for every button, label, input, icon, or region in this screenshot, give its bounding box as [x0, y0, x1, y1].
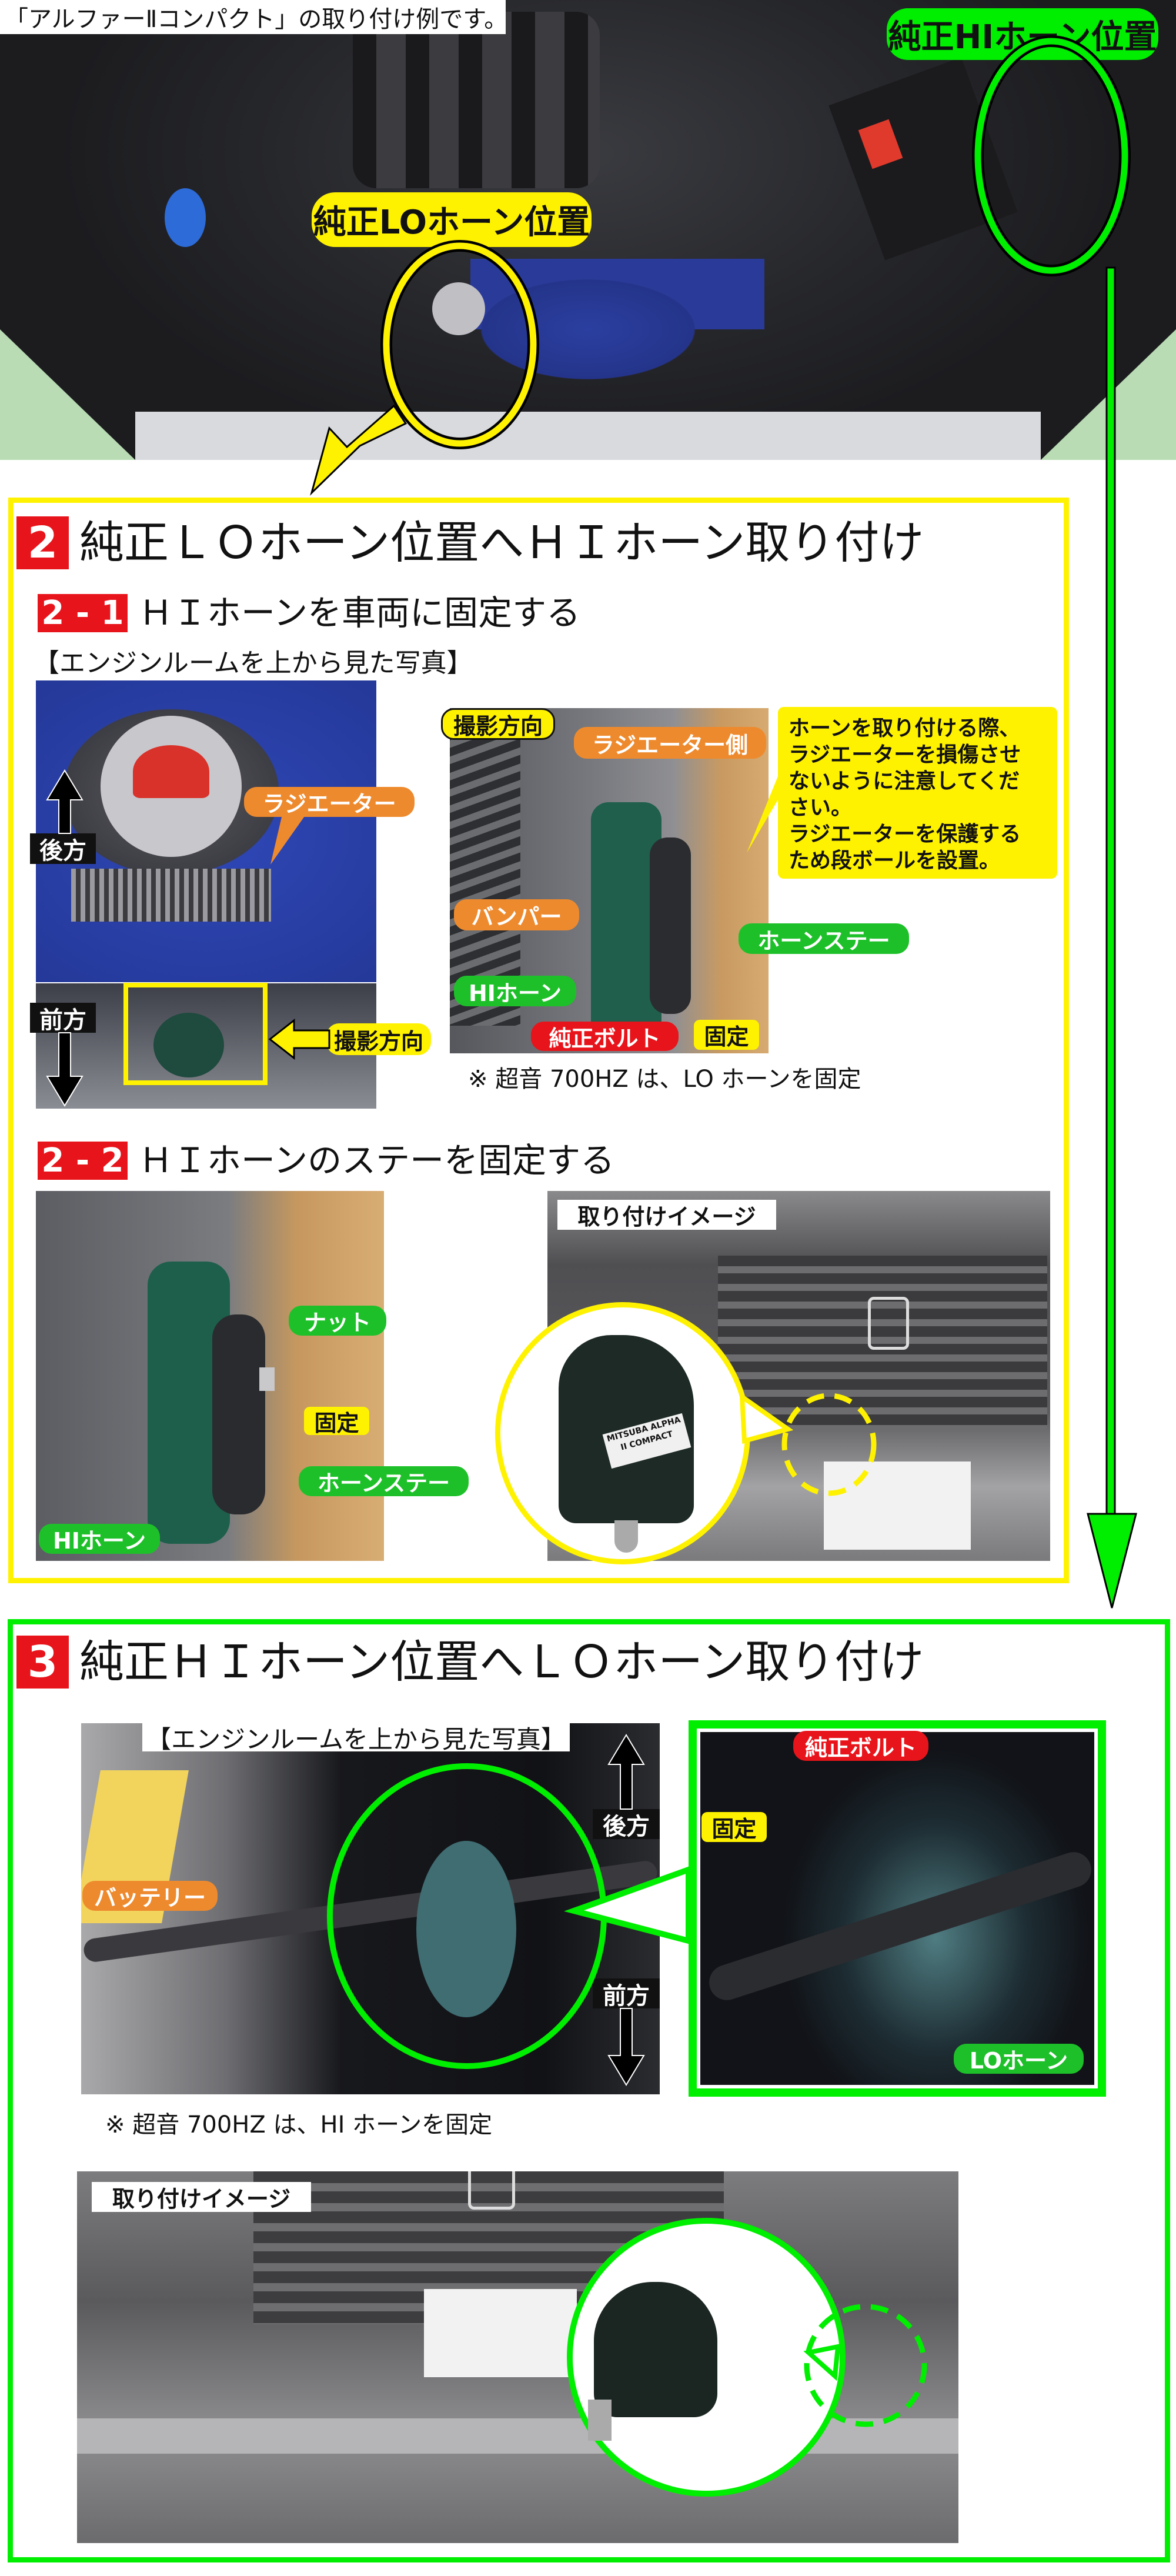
radiator-label: ラジエーター	[244, 787, 415, 817]
alpha-horn-bracket	[614, 1520, 638, 1553]
warning-sticker	[133, 745, 209, 798]
top-caption: 「アルファーⅡコンパクト」の取り付け例です。	[0, 0, 507, 34]
battery-label: バッテリー	[82, 1881, 218, 1911]
hi-arrow-head	[1087, 1513, 1137, 1609]
washer-cap	[165, 188, 206, 247]
rear-label: 後方	[593, 1809, 660, 1840]
genuine-bolt-label: 純正ボルト	[793, 1731, 928, 1761]
note-line: ラジエーターを保護する	[789, 822, 1021, 846]
caution-note: ホーンを取り付ける際、 ラジエーターを損傷させ ないように注意してくだ さい。 …	[778, 707, 1057, 879]
section3-title: 純正ＨＩホーン位置へＬＯホーン取り付け	[79, 1636, 924, 1688]
step2-1-title: ＨＩホーンを車両に固定する	[139, 593, 581, 633]
ground-right	[1041, 329, 1176, 460]
stay-bolt	[259, 1367, 275, 1391]
step2-2-title: ＨＩホーンのステーを固定する	[139, 1140, 615, 1180]
section3-frame	[8, 1619, 1170, 2562]
lo-horn-body	[416, 1841, 516, 2017]
note-line: ホーンを取り付ける際、	[789, 716, 1021, 740]
hi-position-label: 純正HIホーン位置	[887, 8, 1158, 60]
step2-2-number: 2 - 2	[38, 1142, 128, 1180]
step2-1-photo-caption: 【エンジンルームを上から見た写真】	[34, 648, 473, 678]
note-line: さい。	[789, 796, 853, 820]
horn-highlight-box	[123, 983, 268, 1085]
lo-horn-closeup-photo	[700, 1732, 1094, 2085]
section2-title: 純正ＬＯホーン位置へＨＩホーン取り付け	[79, 516, 924, 569]
note-line: ないように注意してくだ	[789, 769, 1020, 793]
horn-top	[153, 1013, 224, 1077]
honda-emblem	[468, 2171, 515, 2210]
section3-footnote: ※ 超音 700HZ は、HI ホーンを固定	[105, 2111, 493, 2138]
shoot-direction-arrow-label: 撮影方向	[326, 1023, 431, 1055]
horn-stay-photo	[36, 1191, 384, 1561]
install-image-label: 取り付けイメージ	[557, 1200, 776, 1230]
honda-emblem	[868, 1297, 909, 1350]
horn-stay-label: ホーンステー	[299, 1466, 469, 1496]
note-line: ラジエーターを損傷させ	[789, 743, 1021, 767]
section3-number: 3	[16, 1636, 69, 1689]
install-image-label: 取り付けイメージ	[92, 2182, 311, 2212]
lo-position-label: 純正LOホーン位置	[312, 192, 592, 247]
horn-back	[650, 837, 691, 1014]
intake-manifold	[353, 12, 600, 188]
step2-1-footnote: ※ 超音 700HZ は、LO ホーンを固定	[468, 1066, 861, 1093]
radiator-cap	[432, 282, 485, 335]
shoot-direction-label: 撮影方向	[441, 708, 555, 740]
bumper-bottom	[135, 412, 1041, 460]
section2-frame	[8, 498, 1069, 1583]
horn-back	[212, 1314, 265, 1514]
battery	[828, 57, 1018, 261]
alpha-horn-product	[594, 2282, 717, 2417]
front-label: 前方	[30, 1003, 96, 1034]
step2-1-number: 2 - 1	[38, 594, 128, 632]
hi-horn-label: HIホーン	[39, 1524, 160, 1554]
front-label: 前方	[593, 1978, 660, 2010]
section3-photo-caption: 【エンジンルームを上から見た写真】	[142, 1723, 570, 1754]
radiator-side-label: ラジエーター側	[574, 727, 766, 759]
section2-number: 2	[16, 516, 69, 569]
rear-label: 後方	[30, 833, 96, 865]
fixed-label: 固定	[701, 1812, 767, 1842]
harness	[704, 1847, 1094, 2005]
license-plate	[424, 2289, 577, 2377]
alpha-horn-bracket	[588, 2400, 612, 2441]
radiator-core	[71, 869, 271, 922]
fixed-label: 固定	[304, 1407, 369, 1436]
genuine-bolt-label: 純正ボルト	[531, 1022, 679, 1052]
lo-horn-label: LOホーン	[954, 2044, 1084, 2074]
note-line: ため段ボールを設置。	[789, 849, 1001, 873]
closeup-frame	[689, 1720, 1106, 2097]
license-plate	[824, 1461, 971, 1550]
horn-stay-label: ホーンステー	[739, 923, 909, 954]
hi-horn-label: HIホーン	[454, 976, 576, 1006]
horn-top-photo	[36, 983, 376, 1109]
fixed-label: 固定	[694, 1020, 759, 1050]
radiator-top-photo	[36, 680, 376, 982]
nut-label: ナット	[289, 1306, 386, 1336]
ground-left	[0, 329, 135, 460]
bumper-label: バンパー	[454, 899, 579, 930]
